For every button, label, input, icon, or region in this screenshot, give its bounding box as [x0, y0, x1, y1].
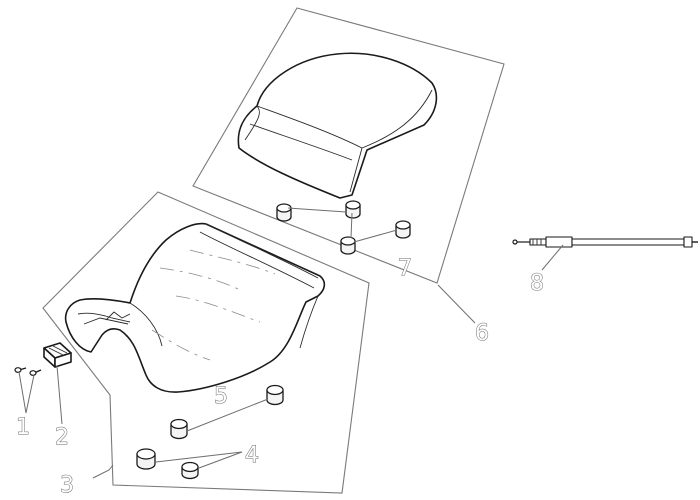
front-seat-panel-outline	[42, 191, 370, 494]
front-grommet-4b	[181, 461, 199, 480]
front-grommet-5a	[170, 418, 188, 440]
front-grommet-5b	[266, 384, 284, 406]
rear-seat-panel-outline	[192, 7, 505, 284]
rear-grommet-b	[345, 200, 361, 219]
leader-lines	[18, 207, 564, 479]
callout-8: 8	[530, 271, 544, 296]
callout-1: 1	[16, 415, 30, 440]
rear-grommet-d	[395, 220, 411, 239]
seat-release-cable	[512, 236, 698, 248]
callout-6: 6	[475, 321, 489, 346]
rear-seat	[237, 52, 438, 199]
callout-5: 5	[214, 384, 228, 409]
latch-screw-a	[14, 367, 27, 373]
callout-7: 7	[398, 256, 412, 281]
callout-3: 3	[60, 473, 74, 498]
rear-grommet-a	[276, 203, 292, 222]
seat-latch	[43, 342, 72, 368]
latch-screw-b	[29, 369, 42, 376]
rear-grommet-c	[340, 236, 356, 255]
callout-4: 4	[245, 443, 259, 468]
front-grommet-4a	[136, 448, 156, 470]
front-seat	[64, 222, 326, 393]
callout-2: 2	[55, 425, 69, 450]
